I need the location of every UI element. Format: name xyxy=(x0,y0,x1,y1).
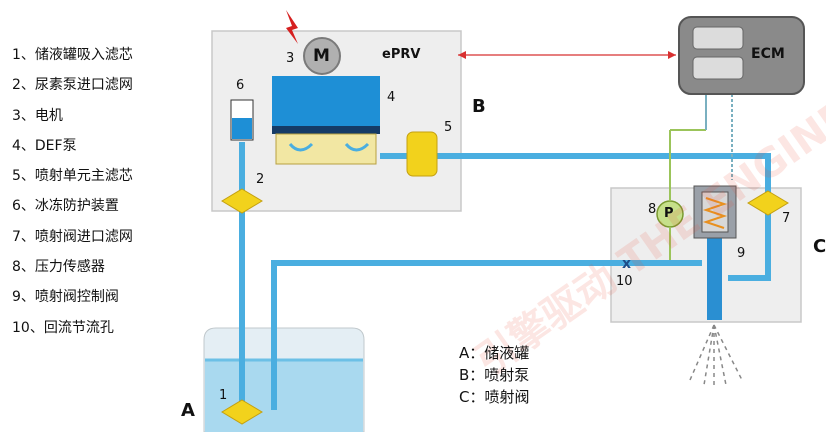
return-orifice: x xyxy=(622,256,631,272)
num-2: 2 xyxy=(256,172,265,187)
injector-feed-pipe xyxy=(728,210,771,281)
num-1: 1 xyxy=(219,388,228,403)
label-B: B xyxy=(472,96,486,117)
unit-legend: A：储液罐 B：喷射泵 C：喷射阀 xyxy=(459,342,529,408)
legend-item: 10、回流节流孔 xyxy=(12,319,114,336)
pressure-sensor-label: P xyxy=(664,206,674,221)
lightning-icon xyxy=(286,10,298,44)
legend-item: 4、DEF泵 xyxy=(12,137,77,154)
legend-item: 6、冰冻防护装置 xyxy=(12,198,119,215)
tank-suction-filter xyxy=(221,399,263,425)
pressure-line xyxy=(436,153,771,200)
eprv-label: ePRV xyxy=(382,47,421,62)
component-legend: 1、储液罐吸入滤芯 2、尿素泵进口滤网 3、电机 4、DEF泵 5、喷射单元主滤… xyxy=(12,40,133,343)
def-pump-base xyxy=(272,126,380,134)
legend-item: 1、储液罐吸入滤芯 xyxy=(12,47,133,63)
num-9: 9 xyxy=(737,246,746,261)
legend-item: 7、喷射阀进口滤网 xyxy=(12,228,133,245)
def-pump xyxy=(272,76,380,128)
legend-item: 5、喷射单元主滤芯 xyxy=(12,168,133,185)
label-A: A xyxy=(181,400,195,421)
injector-nozzle xyxy=(707,236,722,320)
main-filter xyxy=(406,131,438,177)
pump-inlet-filter xyxy=(221,188,263,214)
def-pump-housing xyxy=(275,133,377,165)
unit-legend-item: A：储液罐 xyxy=(459,344,530,362)
num-7: 7 xyxy=(782,211,791,226)
legend-item: 3、电机 xyxy=(12,107,63,124)
motor-label: M xyxy=(313,46,330,66)
num-3: 3 xyxy=(286,51,295,66)
legend-item: 9、喷射阀控制阀 xyxy=(12,289,119,306)
num-5: 5 xyxy=(444,120,453,135)
legend-item: 2、尿素泵进口滤网 xyxy=(12,77,133,94)
tank-liquid xyxy=(205,360,363,432)
unit-legend-item: B：喷射泵 xyxy=(459,366,530,384)
motor xyxy=(303,37,341,75)
num-8: 8 xyxy=(648,202,657,217)
num-6: 6 xyxy=(236,78,245,93)
return-pipe xyxy=(271,260,702,410)
legend-item: 8、压力传感器 xyxy=(12,259,105,276)
ecm-label: ECM xyxy=(751,46,785,62)
injector-inlet-filter xyxy=(747,190,789,216)
spray-cone xyxy=(689,324,743,388)
unit-legend-item: C：喷射阀 xyxy=(459,388,530,406)
label-C: C xyxy=(813,236,826,257)
num-4: 4 xyxy=(387,90,396,105)
num-10: 10 xyxy=(616,274,633,289)
